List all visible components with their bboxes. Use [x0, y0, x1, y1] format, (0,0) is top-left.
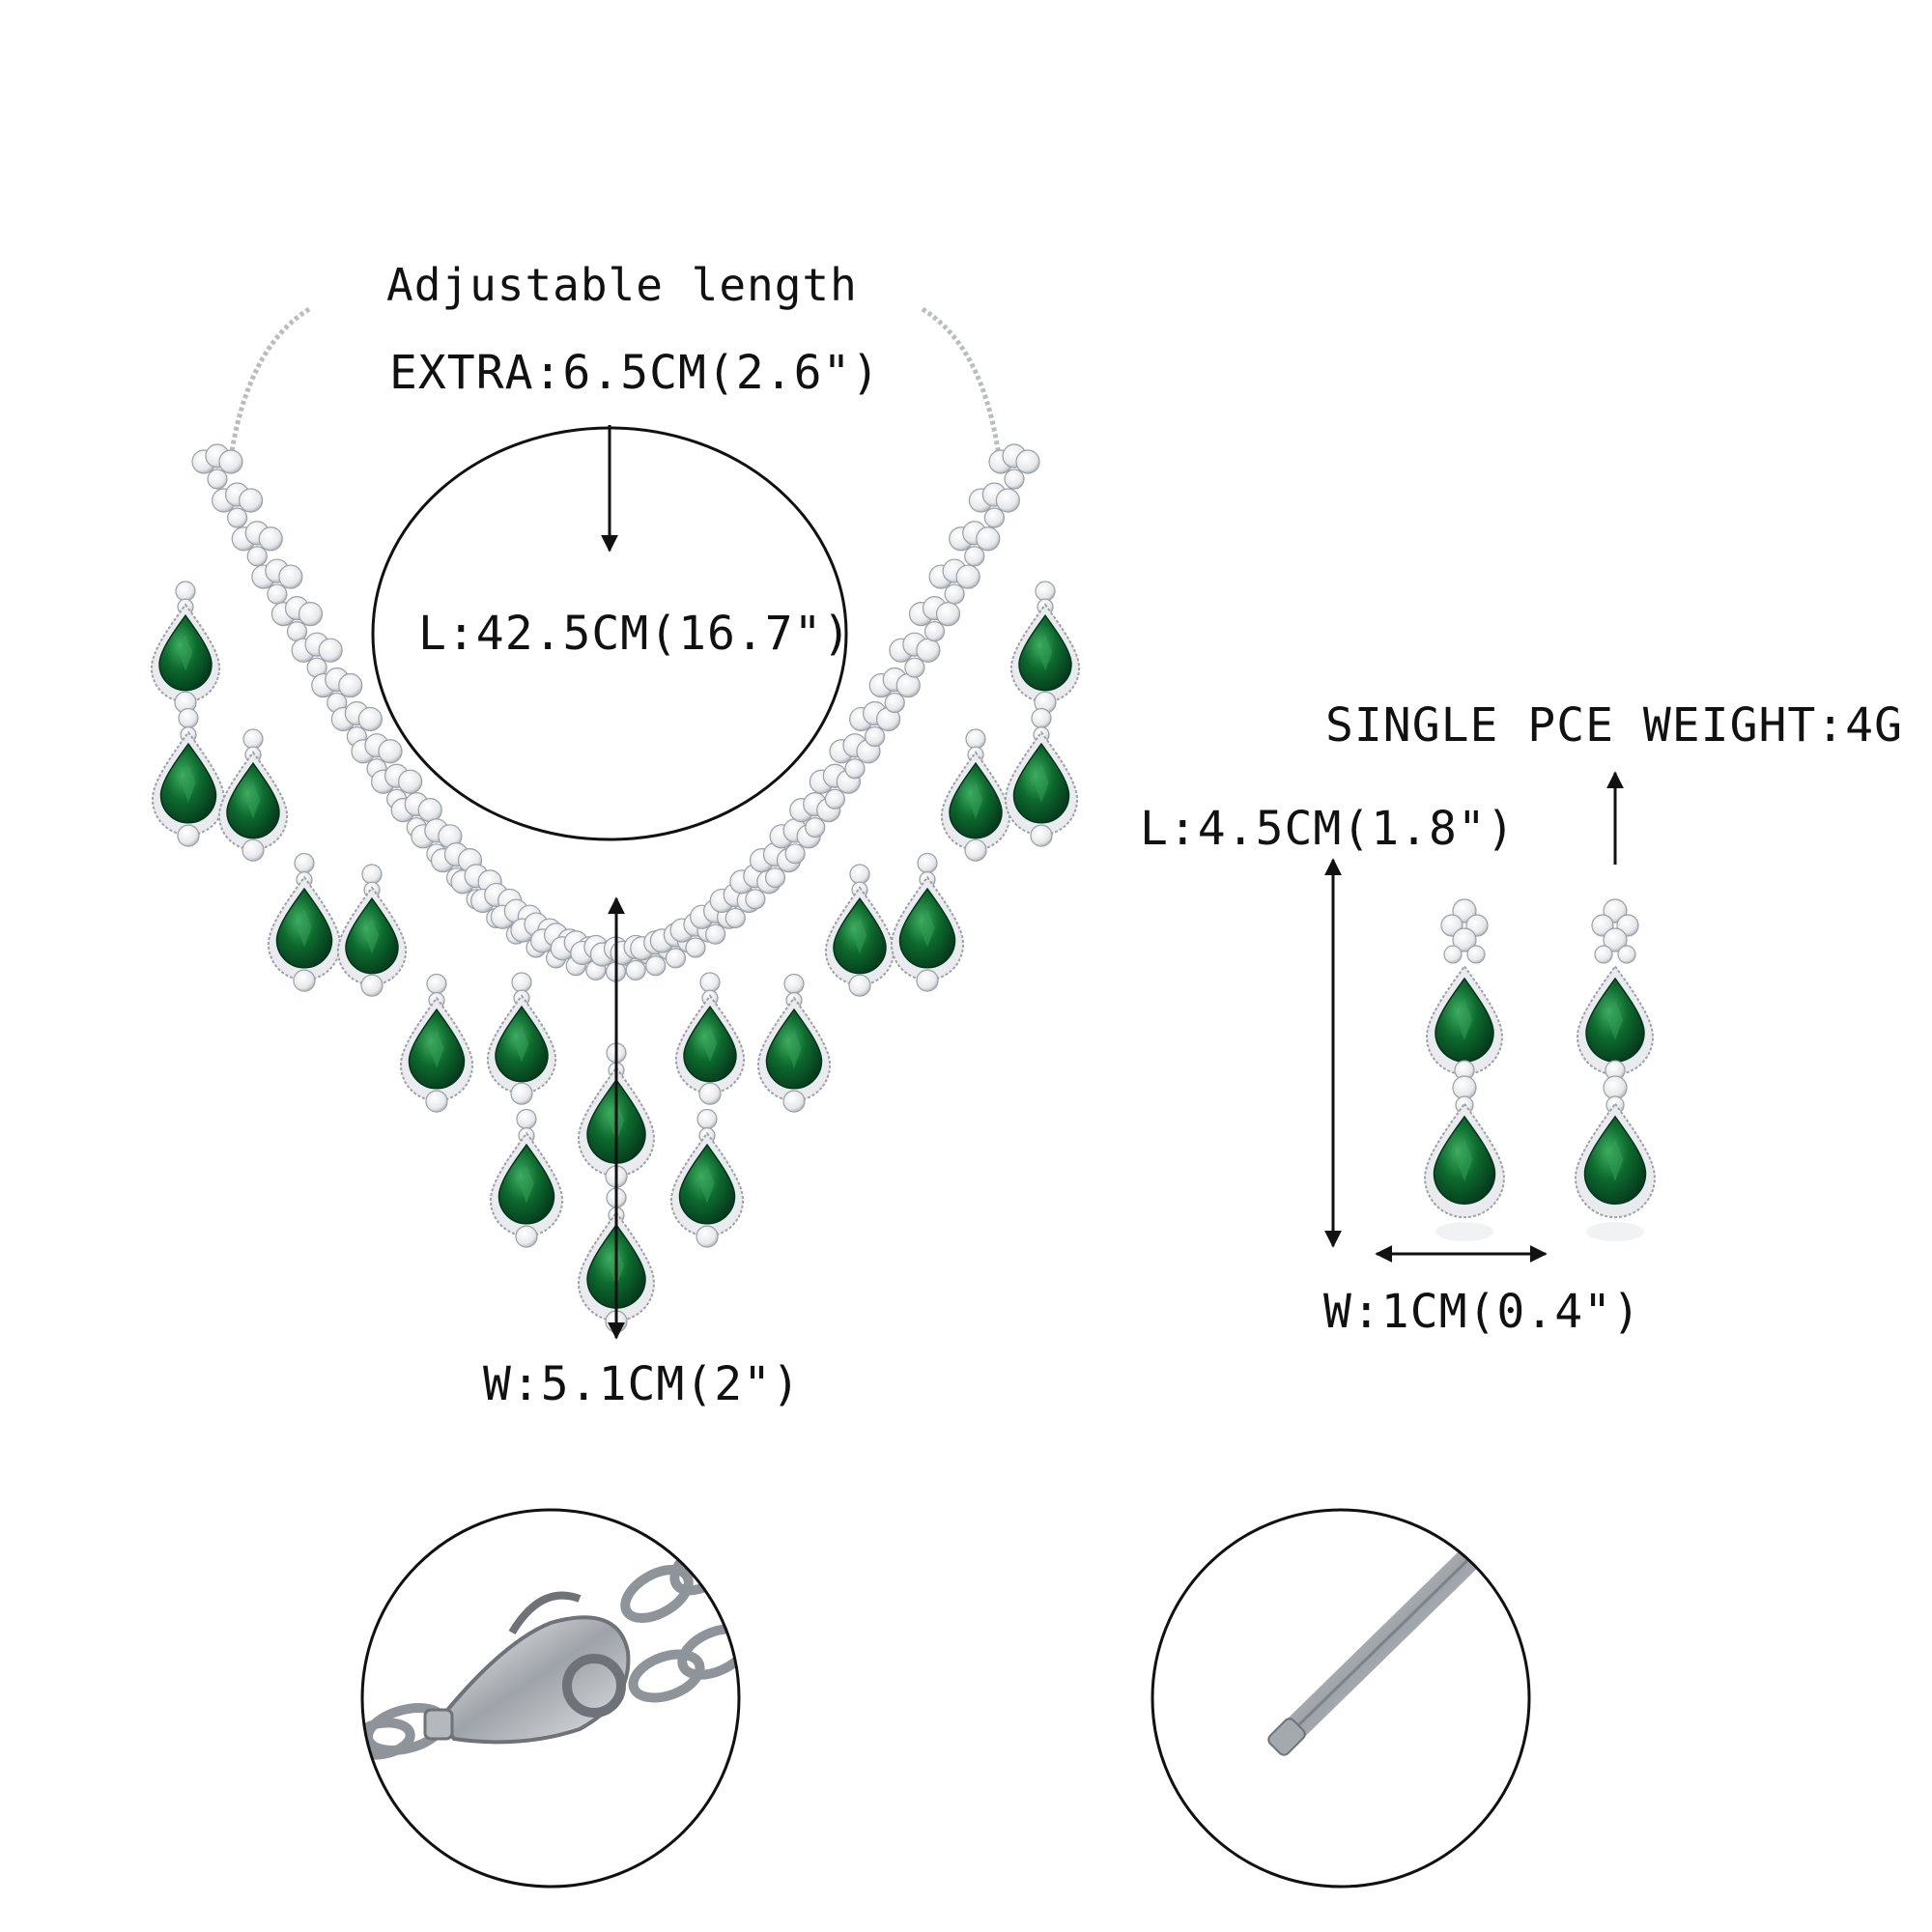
necklace-chain-left: [227, 306, 311, 465]
necklace-emerald-drops: [150, 581, 1081, 1333]
earrings: [1424, 898, 1656, 1241]
necklace-chain-right: [921, 306, 1003, 465]
extra-length-label: EXTRA:6.5CM(2.6"): [389, 346, 881, 400]
earring-post-detail-circle: [1151, 1508, 1531, 1889]
length-circle-graphic: [371, 425, 848, 841]
earring-width-label: W:1CM(0.4"): [1323, 1285, 1641, 1339]
weight-label: SINGLE PCE WEIGHT:4G: [1325, 698, 1903, 753]
necklace-width-label: W:5.1CM(2"): [483, 1357, 801, 1411]
clasp-detail-circle: [360, 1508, 741, 1889]
adjustable-length-label: Adjustable length: [386, 259, 858, 311]
necklace-length-label: L:42.5CM(16.7"): [418, 607, 852, 661]
earring-length-label: L:4.5CM(1.8"): [1140, 802, 1516, 856]
